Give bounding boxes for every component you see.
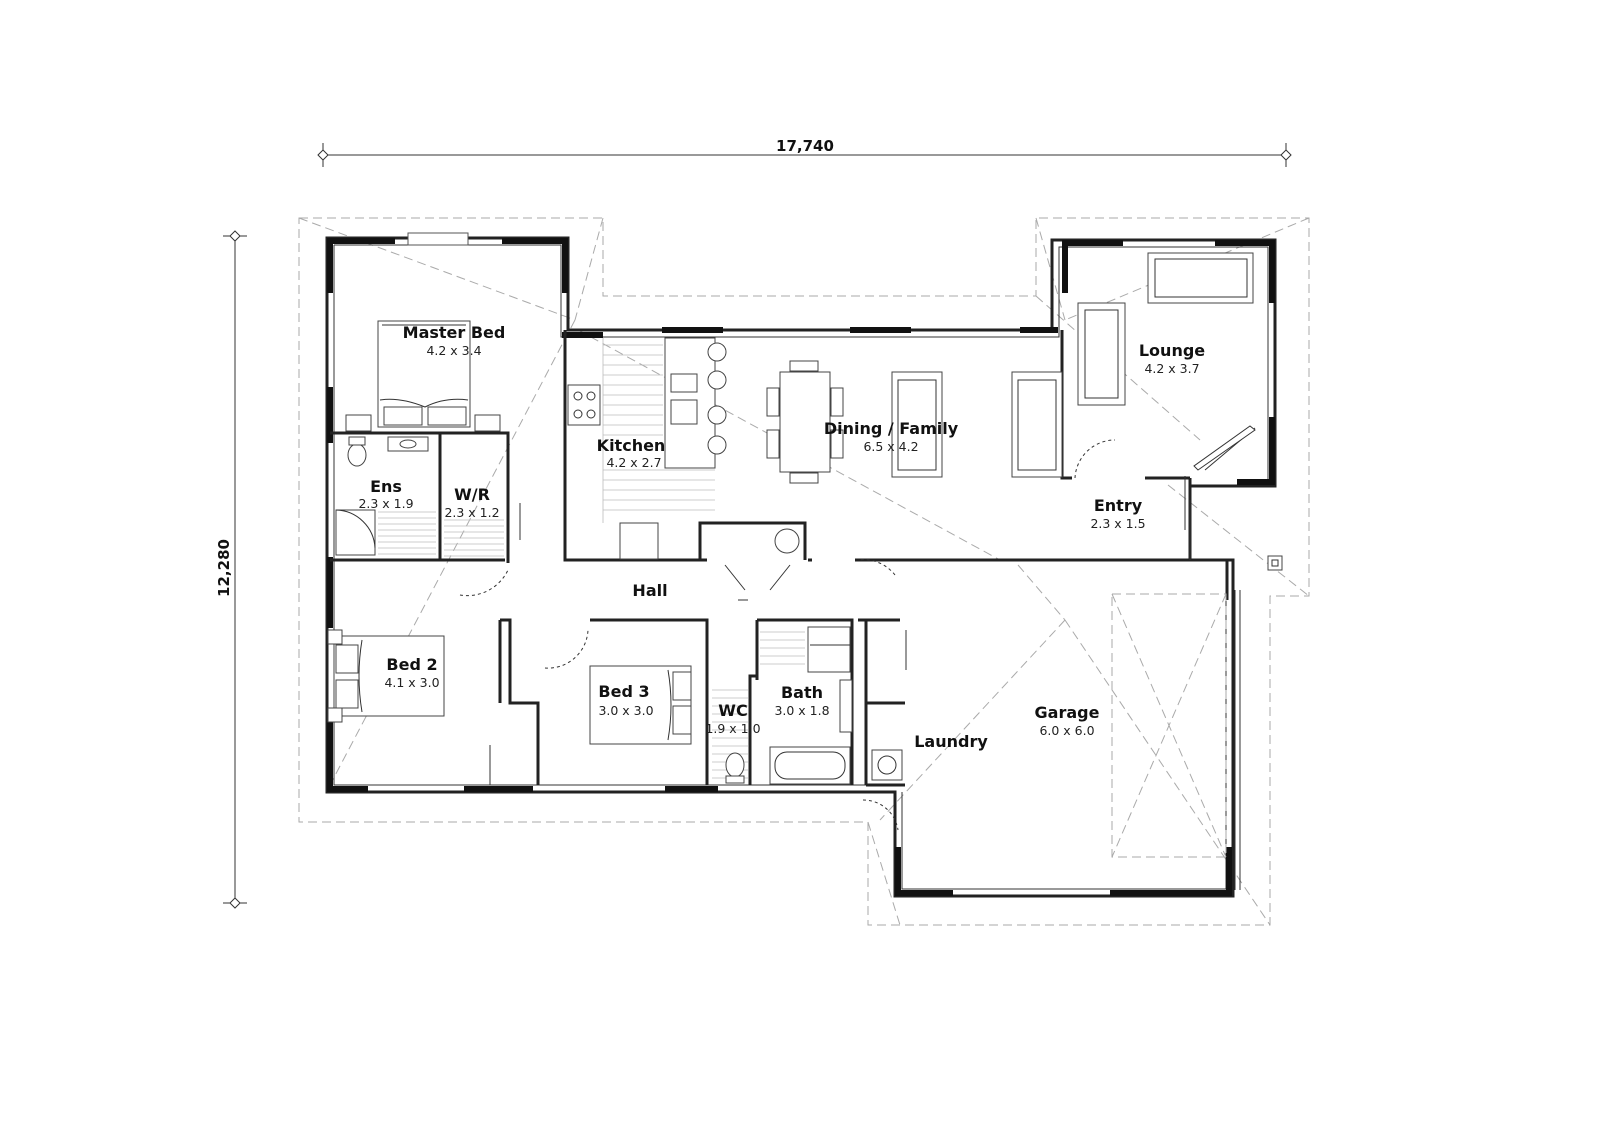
- room-label-lounge: Lounge 4.2 x 3.7: [1139, 341, 1205, 376]
- room-size: 2.3 x 1.2: [444, 505, 499, 520]
- room-size: 4.2 x 2.7: [606, 455, 661, 470]
- room-label-garage: Garage 6.0 x 6.0: [1035, 703, 1100, 738]
- room-label-kitchen: Kitchen 4.2 x 2.7: [597, 436, 666, 470]
- lounge-furniture: [1077, 252, 1254, 406]
- room-name: Bed 2: [386, 655, 437, 674]
- dining-furniture: [766, 360, 1063, 484]
- kitchen-fixtures: [567, 337, 800, 560]
- room-label-bed-2: Bed 2 4.1 x 3.0: [384, 655, 439, 690]
- room-label-hall: Hall: [632, 581, 667, 600]
- room-name: Ens: [370, 477, 402, 496]
- width-dimension: 17,740: [317, 137, 1292, 167]
- depth-dimension: 12,280: [215, 230, 247, 909]
- room-size: 6.5 x 4.2: [863, 439, 918, 454]
- room-size: 3.0 x 1.8: [774, 703, 829, 718]
- room-name: Bath: [781, 683, 823, 702]
- width-dimension-label: 17,740: [776, 137, 834, 155]
- garage-parking: [1111, 590, 1241, 890]
- room-name: Bed 3: [598, 682, 649, 701]
- room-name: Laundry: [914, 732, 988, 751]
- door-swings: [459, 425, 1256, 831]
- wc-fixtures: [712, 689, 748, 784]
- bed3-furniture: [589, 665, 692, 745]
- room-label-master-bed: Master Bed 4.2 x 3.4: [403, 323, 506, 358]
- room-label-entry: Entry 2.3 x 1.5: [1090, 496, 1145, 531]
- room-size: 2.3 x 1.9: [358, 496, 413, 511]
- room-size: 2.3 x 1.5: [1090, 516, 1145, 531]
- room-size: 4.2 x 3.4: [426, 343, 481, 358]
- room-name: W/R: [454, 485, 490, 504]
- room-size: 3.0 x 3.0: [598, 703, 653, 718]
- depth-dimension-label: 12,280: [215, 539, 233, 597]
- room-label-bath: Bath 3.0 x 1.8: [774, 683, 829, 718]
- room-name: Master Bed: [403, 323, 506, 342]
- master-bed-furniture: [345, 232, 501, 432]
- room-label-bed-3: Bed 3 3.0 x 3.0: [598, 682, 653, 718]
- laundry-fixtures: [871, 749, 903, 781]
- room-label-wc: WC 1.9 x 1.0: [705, 701, 760, 736]
- room-name: Garage: [1035, 703, 1100, 722]
- room-name: Lounge: [1139, 341, 1205, 360]
- room-size: 4.1 x 3.0: [384, 675, 439, 690]
- room-size: 6.0 x 6.0: [1039, 723, 1094, 738]
- room-name: Kitchen: [597, 436, 666, 455]
- bed2-furniture: [327, 629, 445, 723]
- ensuite-fixtures: [335, 436, 504, 557]
- room-label-dining-family: Dining / Family 6.5 x 4.2: [824, 419, 959, 454]
- room-label-ens: Ens 2.3 x 1.9: [358, 477, 413, 511]
- room-label-laundry: Laundry: [914, 732, 988, 751]
- bath-fixtures: [760, 626, 853, 785]
- room-size: 1.9 x 1.0: [705, 721, 760, 736]
- room-label-wr: W/R 2.3 x 1.2: [444, 485, 499, 520]
- room-name: Entry: [1094, 496, 1143, 515]
- room-name: Hall: [632, 581, 667, 600]
- room-size: 4.2 x 3.7: [1144, 361, 1199, 376]
- room-name: WC: [718, 701, 747, 720]
- room-name: Dining / Family: [824, 419, 959, 438]
- entry-fixtures: [1189, 500, 1283, 571]
